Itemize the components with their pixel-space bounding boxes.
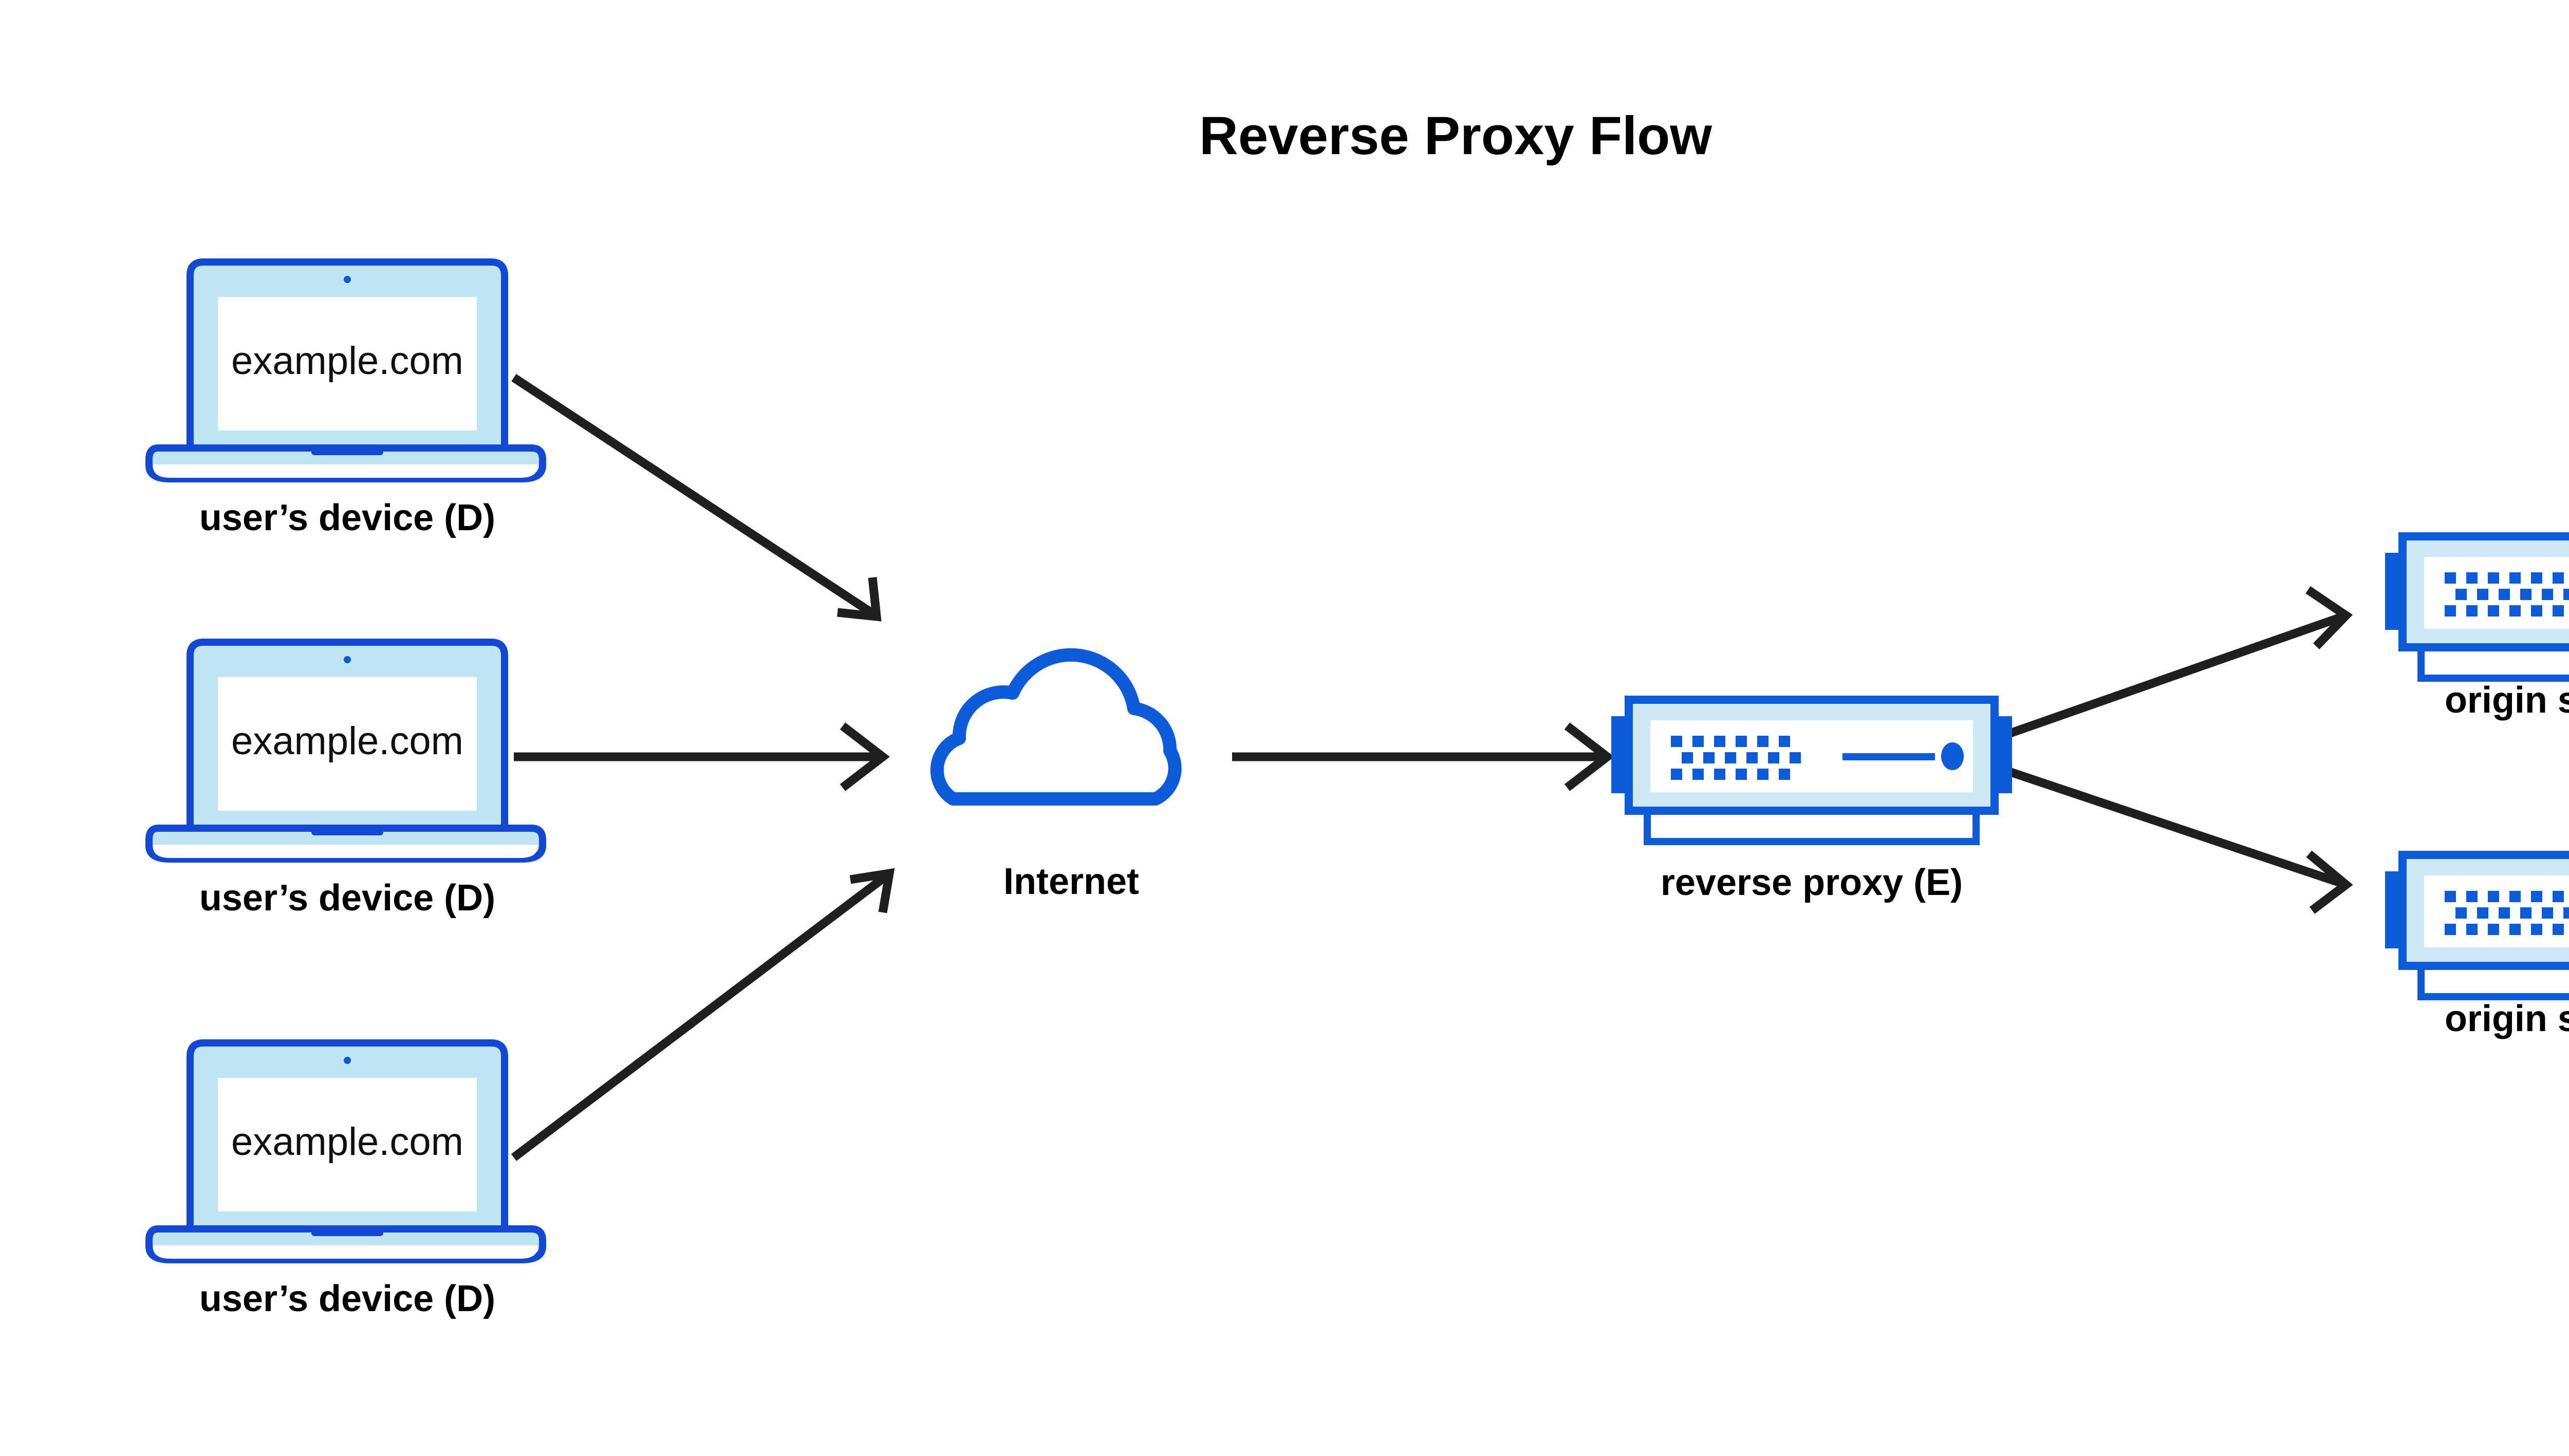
edges-layer — [511, 374, 2353, 1161]
node-user-device-3[interactable]: example.com user’s device (D) — [149, 1043, 543, 1319]
internet-label: Internet — [1003, 861, 1139, 902]
node-origin-server-1[interactable]: origin server (F) — [2385, 536, 2569, 721]
edge-internet-proxy — [1232, 722, 1614, 791]
edge-device1-internet — [511, 374, 882, 622]
origin-server-label: origin server (F) — [2445, 680, 2569, 721]
device-screen-text: example.com — [231, 719, 463, 763]
page-title: Reverse Proxy Flow — [1199, 106, 1712, 166]
device-screen-text: example.com — [231, 339, 463, 383]
node-internet-cloud[interactable]: Internet — [937, 655, 1175, 902]
device-label: user’s device (D) — [199, 497, 495, 538]
edge-device2-internet — [514, 722, 890, 791]
node-reverse-proxy[interactable]: reverse proxy (E) — [1611, 700, 2012, 903]
edge-device3-internet — [511, 868, 895, 1161]
node-user-device-1[interactable]: example.com user’s device (D) — [149, 262, 543, 538]
device-label: user’s device (D) — [199, 1278, 495, 1319]
edge-proxy-origin1 — [1997, 586, 2353, 742]
device-screen-text: example.com — [231, 1120, 463, 1164]
device-label: user’s device (D) — [199, 878, 495, 919]
reverse-proxy-label: reverse proxy (E) — [1661, 862, 1963, 903]
node-user-device-2[interactable]: example.com user’s device (D) — [149, 642, 543, 919]
edge-proxy-origin2 — [1997, 763, 2353, 914]
origin-server-label: origin server (F) — [2445, 998, 2569, 1039]
node-origin-server-2[interactable]: origin server (F) — [2385, 855, 2569, 1039]
